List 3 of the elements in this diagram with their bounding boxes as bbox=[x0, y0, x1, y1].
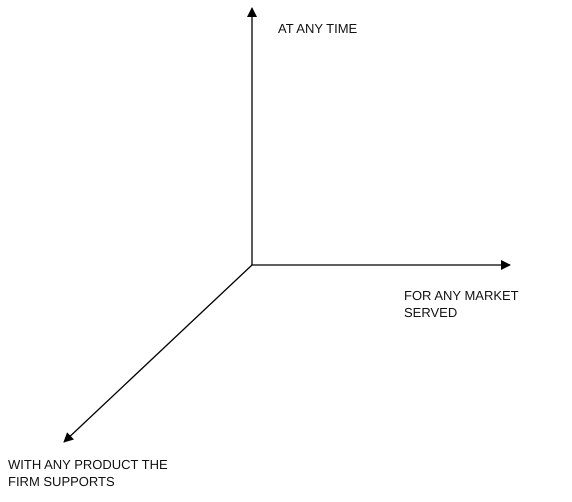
axis-label: WITH ANY PRODUCT THE FIRM SUPPORTS bbox=[8, 456, 169, 490]
axis-label: AT ANY TIME bbox=[278, 20, 358, 37]
axis-label: FOR ANY MARKET SERVED bbox=[404, 287, 520, 321]
